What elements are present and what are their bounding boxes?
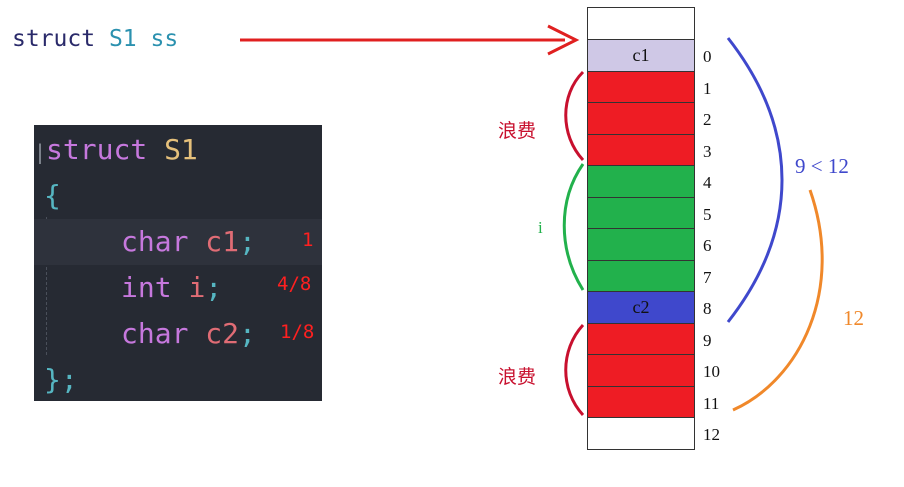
memory-cell	[588, 417, 694, 449]
offset-label: 1	[703, 78, 712, 98]
memory-cell	[588, 133, 694, 165]
code-struct-name: S1	[164, 133, 198, 166]
i-brace	[562, 163, 585, 291]
offset-label: 9	[703, 330, 712, 350]
code-open-brace: {	[44, 179, 61, 212]
memory-cell	[588, 7, 694, 39]
field-semicolon: ;	[205, 271, 223, 304]
memory-cell	[588, 385, 694, 417]
memory-cell	[588, 259, 694, 291]
offset-label: 5	[703, 204, 712, 224]
pointer-arrow-head	[547, 24, 580, 56]
memory-cell	[588, 102, 694, 134]
memory-cell: c2	[588, 291, 694, 323]
code-struct-keyword: struct	[46, 133, 148, 166]
total-size-annotation: 12	[843, 306, 864, 330]
field-type: char	[121, 225, 189, 258]
memory-cell-label: c1	[632, 45, 650, 65]
offset-label: 7	[703, 267, 712, 287]
field-semicolon: ;	[239, 225, 256, 258]
waste-bottom-brace	[564, 323, 585, 417]
field-semicolon: ;	[239, 317, 256, 350]
code-line-struct: |struct S1	[34, 133, 198, 166]
memory-cell	[588, 354, 694, 386]
memory-cell	[588, 228, 694, 260]
offset-label: 6	[703, 236, 712, 255]
code-line-field-c2: char c2;	[34, 311, 322, 357]
memory-cell	[588, 70, 694, 102]
waste-bottom-label: 浪费	[498, 366, 537, 388]
code-line-field-c1: char c1;	[34, 219, 322, 265]
offset-label: 8	[703, 299, 712, 318]
field-name: c2	[205, 317, 240, 350]
field-name: i	[188, 271, 206, 304]
decl-type: S1	[108, 26, 137, 52]
blue-brace	[726, 37, 784, 323]
code-line-open-brace: {	[44, 173, 332, 219]
code-line-close: };	[44, 357, 332, 403]
decl-variable: ss	[150, 26, 179, 52]
waste-top-brace	[564, 70, 585, 162]
size-note-c2: 1/8	[280, 321, 315, 343]
struct-declaration: struct S1 ss	[12, 24, 178, 54]
offset-label: 4	[703, 173, 712, 192]
offset-label: 11	[703, 393, 720, 413]
memory-cell: c1	[588, 39, 694, 71]
offset-label: 3	[703, 141, 712, 161]
memory-cell-label: c2	[632, 297, 650, 317]
i-label: i	[538, 218, 543, 237]
code-close-brace: };	[44, 363, 78, 396]
code-panel: |struct S1 { char c1; int i; char c2; };…	[34, 125, 322, 401]
code-line-field-i: int i;	[34, 265, 322, 311]
size-note-c1: 1	[302, 229, 314, 251]
memory-cell	[588, 165, 694, 197]
waste-top-label: 浪费	[498, 120, 537, 142]
field-type: char	[121, 317, 189, 350]
size-note-i: 4/8	[277, 273, 312, 295]
field-name: c1	[205, 225, 240, 258]
memory-cell	[588, 322, 694, 354]
offset-label: 2	[703, 110, 712, 129]
indent-guide	[46, 217, 47, 355]
offset-label: 12	[703, 425, 720, 444]
offset-label: 10	[703, 362, 720, 381]
compare-annotation: 9 < 12	[795, 154, 849, 178]
orange-brace	[732, 189, 824, 412]
decl-keyword: struct	[12, 26, 96, 52]
memory-cell	[588, 196, 694, 228]
offset-label: 0	[703, 47, 712, 66]
memory-column: c1 c2	[587, 7, 695, 450]
field-type: int	[121, 271, 172, 304]
